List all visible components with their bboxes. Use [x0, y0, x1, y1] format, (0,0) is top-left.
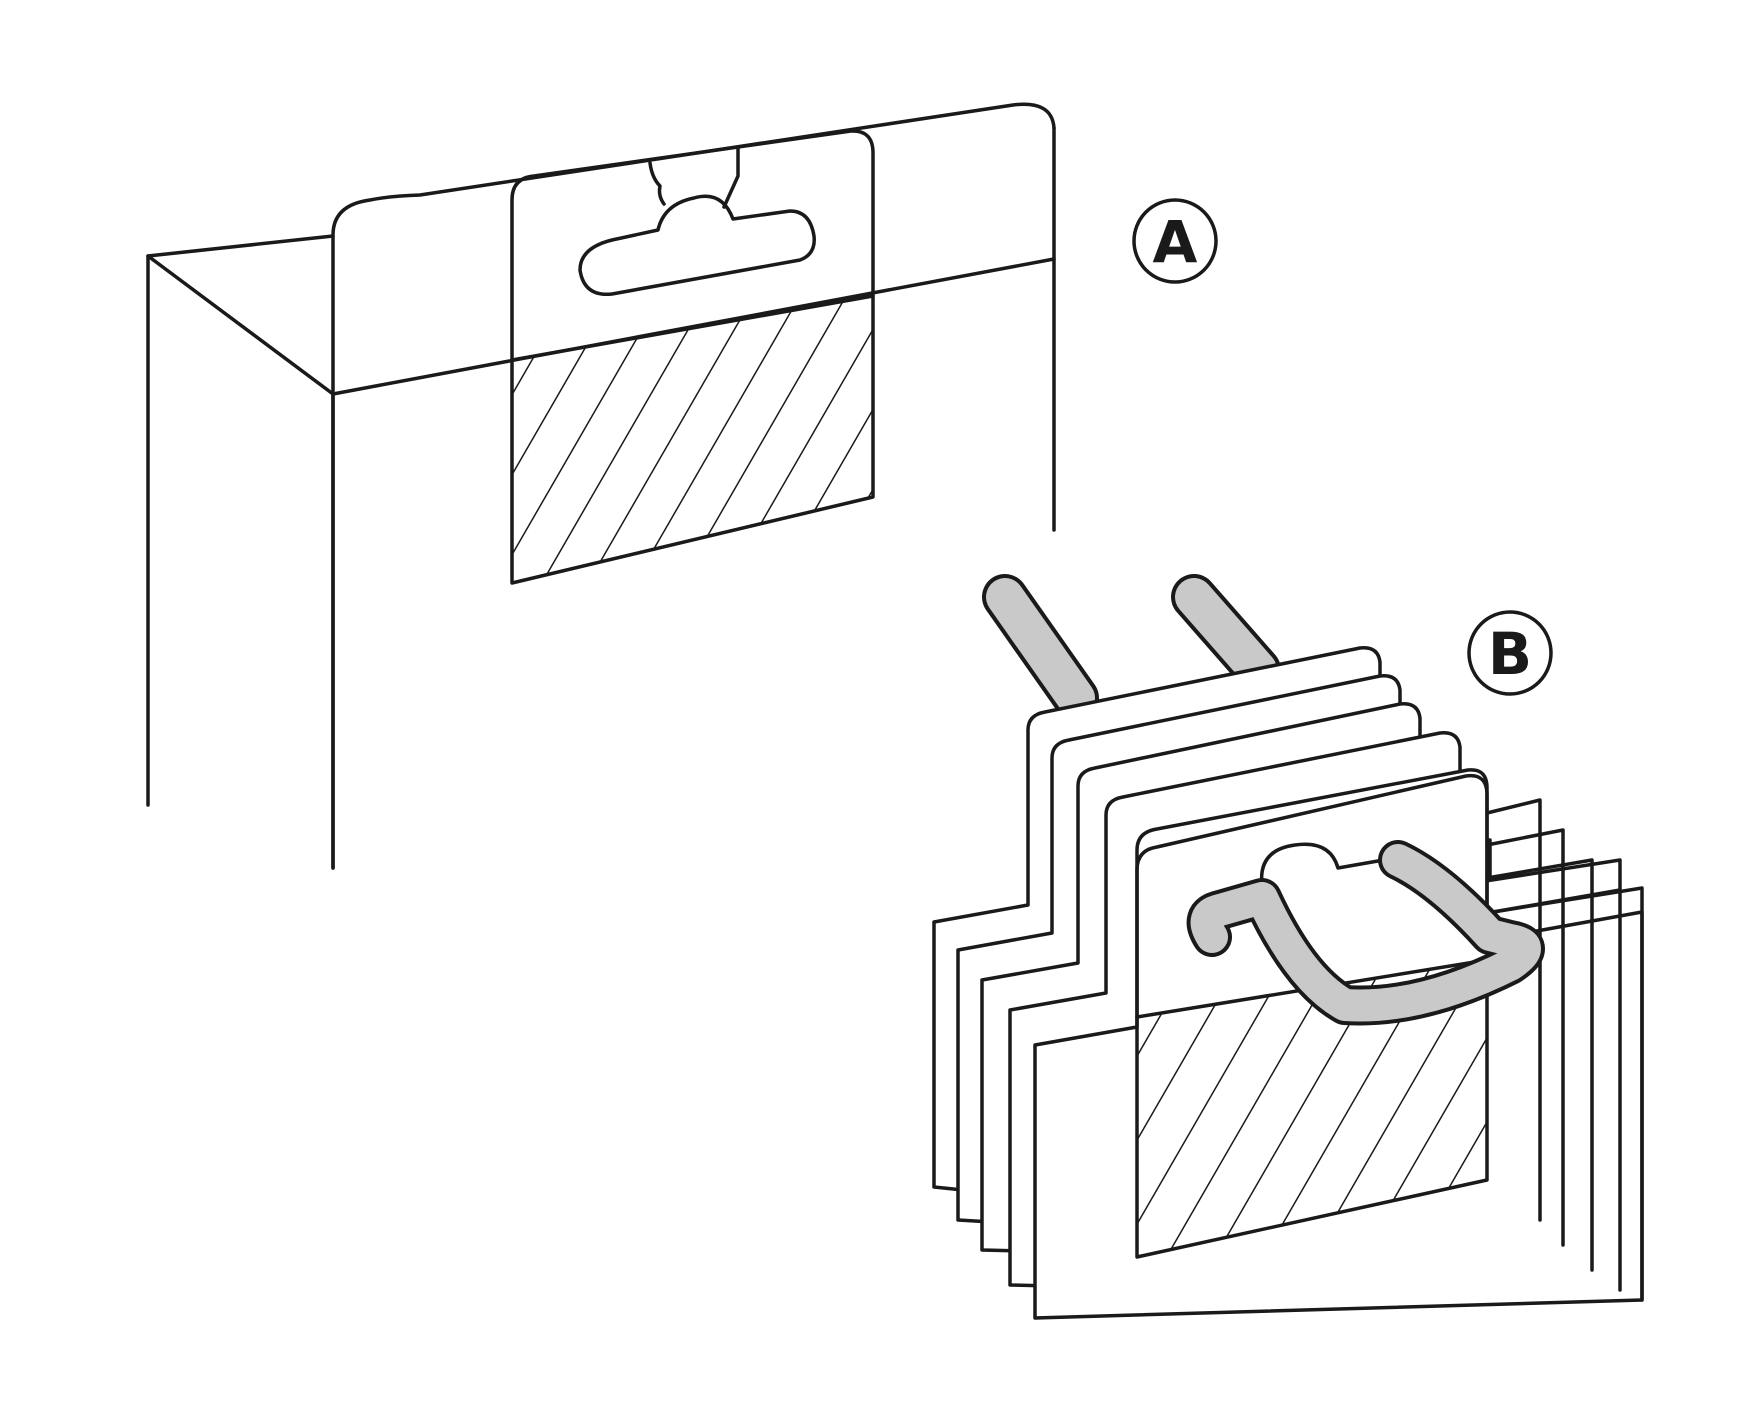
header-card-outline	[331, 102, 1056, 870]
label-b-circle	[1467, 610, 1553, 696]
page-edge-3	[1485, 858, 1594, 1272]
front-slot-notch	[1259, 842, 1397, 887]
label-b: B	[1488, 620, 1532, 688]
display-rods	[982, 574, 1281, 721]
box-diagonal-edge	[146, 254, 335, 396]
label-a-badge: A	[1132, 198, 1218, 284]
label-a: A	[1153, 208, 1198, 276]
adhesive-divider	[510, 294, 875, 362]
hang-tab-outline	[510, 129, 875, 585]
front-tab-outline	[1135, 773, 1489, 1259]
perforation-right	[722, 145, 740, 209]
display-hook-icon	[1186, 840, 1545, 1026]
hook-fill	[1190, 844, 1541, 1022]
page-edge-1	[1485, 798, 1542, 1222]
hang-slot-icon	[578, 194, 816, 297]
perforation-left	[648, 161, 666, 206]
display-rod-right-fill	[1175, 578, 1277, 689]
label-a-circle	[1132, 198, 1218, 284]
box-top-left-edge	[146, 234, 335, 807]
page-edge-4	[1485, 888, 1622, 1292]
label-b-badge: B	[1467, 610, 1553, 696]
page-edge-5	[1485, 910, 1644, 1302]
page-edge-2	[1485, 828, 1565, 1247]
display-rod-left-fill	[986, 578, 1095, 717]
page-edges	[1485, 798, 1644, 1302]
